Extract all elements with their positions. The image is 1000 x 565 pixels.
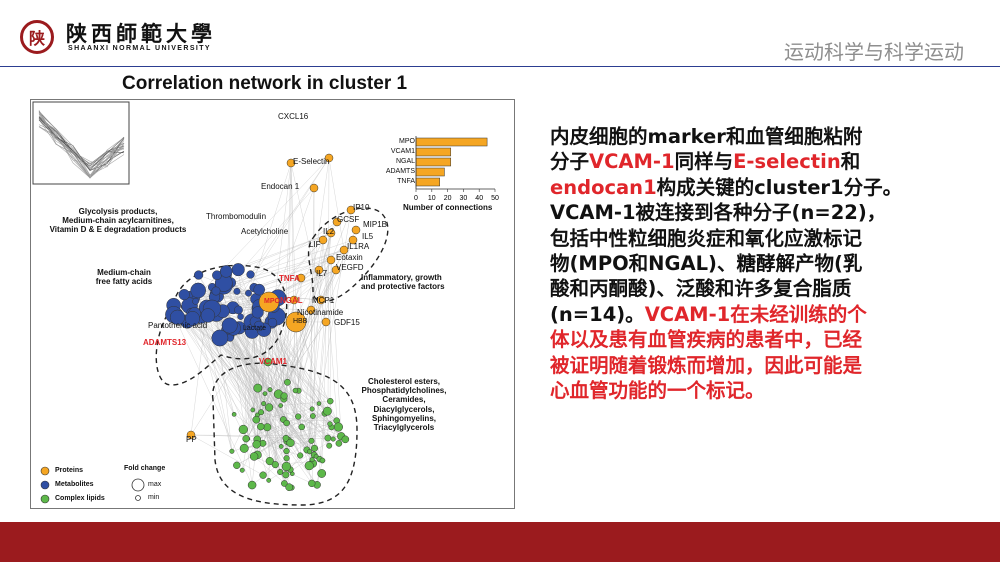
label-hbb: HBB (293, 318, 308, 325)
university-seal-logo: 陕 (20, 20, 54, 54)
body-line-2: 分子VCAM-1同样与E-selectin和 (550, 149, 990, 174)
svg-text:30: 30 (460, 195, 468, 202)
label-vegfd: VEGFD (336, 263, 364, 272)
label-glycolysis-group: Glycolysis products, Medium-chain acylca… (49, 207, 187, 235)
label-il7: IL7 (316, 269, 328, 278)
slide-header: 陕 陕西師範大學 SHAANXI NORMAL UNIVERSITY 运动科学与… (0, 0, 1000, 68)
body-line-7: 酸和丙酮酸)、泛酸和许多复合脂质 (550, 276, 990, 301)
body-line-5: 包括中性粒细胞炎症和氧化应激标记 (550, 226, 990, 251)
header-divider (0, 66, 1000, 67)
body-text-span: VCAM-1被连接到各种分子(n=22)， (550, 201, 887, 225)
svg-text:20: 20 (444, 195, 452, 202)
body-text-span: 酸和丙酮酸)、泛酸和许多复合脂质 (550, 277, 852, 301)
body-line-6: 物(MPO和NGAL)、糖酵解产物(乳 (550, 251, 990, 276)
bar-chart-xlabel: Number of connections (403, 203, 493, 212)
body-line-8: (n=14)。VCAM-1在未经训练的个 (550, 302, 990, 327)
label-ip10: IP10 (353, 203, 370, 212)
bar-label-ngal: NGAL (395, 158, 415, 165)
legend-symbols (40, 466, 145, 504)
slide-header-title: 运动科学与科学运动 (784, 40, 964, 64)
label-gdf15: GDF15 (334, 318, 360, 327)
label-adamts13: ADAMTS13 (143, 338, 187, 347)
body-text-span: (n=14)。 (550, 302, 645, 326)
university-name-en: SHAANXI NORMAL UNIVERSITY (68, 45, 211, 52)
body-line-4: VCAM-1被连接到各种分子(n=22)， (550, 200, 990, 225)
inset-trajectory-plot (32, 101, 130, 185)
label-il5: IL5 (362, 232, 374, 241)
label-inflammatory-group: Inflammatory, growth and protective fact… (361, 273, 445, 292)
body-text-span: 同样与 (674, 150, 734, 174)
legend-proteins: Proteins (55, 467, 84, 474)
label-eselectin: E-Selectin (293, 157, 330, 166)
body-line-10: 被证明随着锻炼而增加，因此可能是 (550, 353, 990, 378)
body-line-1: 内皮细胞的marker和血管细胞粘附 (550, 124, 990, 149)
label-cxcl16: CXCL16 (278, 112, 309, 121)
bar-label-tnfa: TNFA (397, 178, 415, 185)
body-text-span: 和 (840, 150, 861, 174)
bar-label-mpo: MPO (399, 138, 415, 145)
body-text-span: 包括中性粒细胞炎症和氧化应激标记 (550, 226, 863, 250)
label-endocan: Endocan 1 (261, 182, 300, 191)
highlight-sentence: 心血管功能的一个标记。 (550, 379, 765, 403)
figure-frame: 0 10 20 30 40 50 MPO VCAM1 NGAL ADAMTS TNFA N… (30, 99, 515, 509)
label-mip1b: MIP1B (363, 220, 388, 229)
svg-text:0: 0 (414, 195, 418, 202)
bar-label-vcam1: VCAM1 (390, 148, 415, 155)
label-ngal: NGAL (280, 296, 303, 305)
label-eotaxin: Eotaxin (336, 253, 363, 262)
network-figure: Correlation network in cluster 1 0 10 20 30… (30, 67, 515, 512)
network-nodes (165, 153, 361, 492)
label-lif: LIF (309, 240, 321, 249)
svg-text:10: 10 (428, 195, 436, 202)
highlight-sentence: 体以及患有血管疾病的患者中，已经 (550, 328, 863, 352)
label-pp: PP (186, 435, 197, 444)
highlight-sentence: 被证明随着锻炼而增加，因此可能是 (550, 353, 863, 377)
highlight-endocan1: endocan1 (550, 175, 657, 199)
body-text-span: 物(MPO和NGAL)、糖酵解产物(乳 (550, 252, 863, 276)
connections-bar-chart: 0 10 20 30 40 50 (414, 136, 499, 202)
highlight-sentence: VCAM-1在未经训练的个 (644, 302, 867, 326)
label-pantothenic: Pantothenic acid (148, 321, 208, 330)
legend-fold-change: Fold change (124, 465, 166, 472)
label-mcp1: MCP1 (312, 296, 335, 305)
highlight-eselectin: E-selectin (733, 150, 841, 174)
bar-label-adamts: ADAMTS (385, 168, 415, 175)
body-text-span: 内皮细胞的marker和血管细胞粘附 (550, 125, 863, 148)
label-acetylcholine: Acetylcholine (241, 227, 289, 236)
label-tnfa: TNFA (279, 274, 300, 283)
svg-text:50: 50 (491, 195, 499, 202)
label-lactate: Lactate (243, 325, 266, 332)
highlight-vcam1: VCAM-1 (589, 150, 675, 174)
legend-complex-lipids: Complex lipids (55, 495, 105, 502)
body-text-span: 分子 (550, 150, 590, 174)
slide-footer-bar (0, 522, 1000, 562)
slide-body-text: 内皮细胞的marker和血管细胞粘附 分子VCAM-1同样与E-selectin… (550, 124, 990, 403)
figure-title: Correlation network in cluster 1 (122, 73, 408, 94)
label-nicotinamide: Nicotinamide (297, 308, 344, 317)
label-vcam1: VCAM1 (259, 357, 288, 366)
lipid-cluster-outline (212, 362, 358, 506)
body-line-9: 体以及患有血管疾病的患者中，已经 (550, 327, 990, 352)
label-medium-chain-group: Medium-chain free fatty acids (95, 268, 153, 287)
body-line-3: endocan1构成关键的cluster1分子。 (550, 175, 990, 200)
seal-char: 陕 (28, 29, 45, 48)
label-il2: IL2 (323, 227, 335, 236)
university-name-cn: 陕西師範大學 (66, 21, 216, 46)
legend-metabolites: Metabolites (55, 481, 94, 488)
network-graph: 0 10 20 30 40 50 (32, 101, 499, 506)
body-text-span: 构成关键的cluster1分子。 (656, 175, 903, 199)
label-mpo: MPO (264, 298, 280, 305)
svg-text:40: 40 (475, 195, 483, 202)
label-lipid-group: Cholesterol esters, Phosphatidylcholines… (361, 377, 447, 432)
label-il1ra: IL1RA (347, 242, 370, 251)
legend-max: max (148, 481, 162, 488)
label-gcsf: GCSF (337, 215, 360, 224)
legend-min: min (148, 494, 160, 501)
body-line-11: 心血管功能的一个标记。 (550, 378, 990, 403)
inflammatory-cluster-outline (307, 207, 389, 303)
label-thrombomodulin: Thrombomodulin (206, 212, 267, 221)
